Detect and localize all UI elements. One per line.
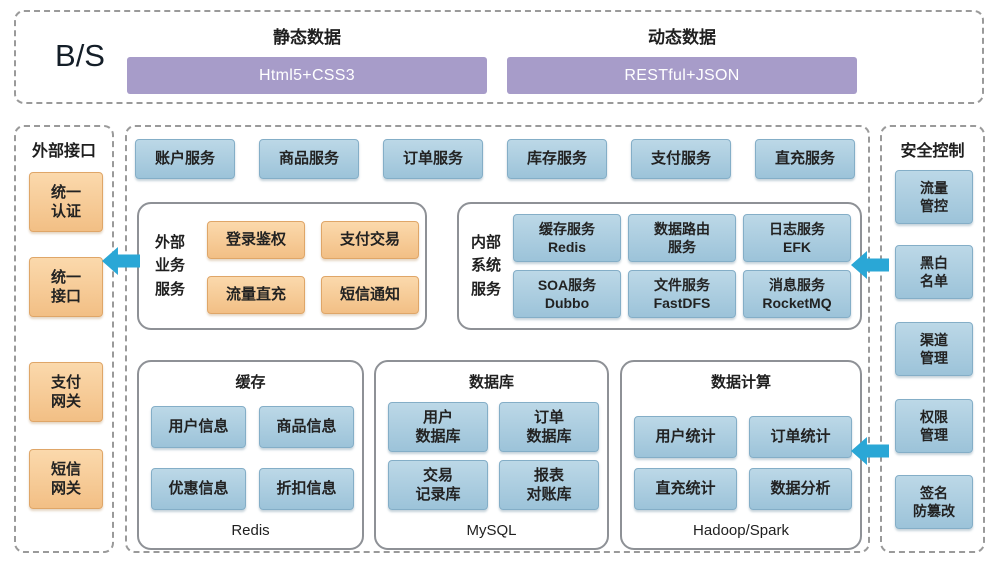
account-service-box: 账户服务 (135, 139, 235, 179)
payment-transaction-box: 支付交易 (321, 221, 419, 259)
external-business-group: 外部 业务 服务 登录鉴权 支付交易 流量直充 短信通知 (137, 202, 427, 330)
data-compute-group-footer: Hadoop/Spark (693, 522, 789, 539)
blackwhite-list-box: 黑白 名单 (895, 245, 973, 299)
data-routing-box: 数据路由 服务 (628, 214, 736, 262)
inventory-service-box: 库存服务 (507, 139, 607, 179)
soa-service-box: SOA服务 Dubbo (513, 270, 621, 318)
external-interface-title: 外部接口 (31, 143, 96, 160)
user-db-box: 用户 数据库 (388, 402, 488, 452)
cache-service-box: 缓存服务 Redis (513, 214, 621, 262)
data-compute-group-title: 数据计算 (710, 374, 771, 391)
data-analysis-box: 数据分析 (749, 468, 852, 510)
report-db-box: 报表 对账库 (499, 460, 599, 510)
traffic-control-box: 流量 管控 (895, 170, 973, 224)
presentation-layer-panel: B/S 静态数据 动态数据 Html5+CSS3 RESTful+JSON (14, 10, 984, 104)
bs-label: B/S (55, 38, 105, 73)
recharge-stats-box: 直充统计 (634, 468, 737, 510)
cache-group-title: 缓存 (235, 374, 266, 391)
security-control-title: 安全控制 (900, 143, 965, 160)
restful-json-bar: RESTful+JSON (507, 57, 857, 94)
sms-gateway-box: 短信 网关 (29, 449, 103, 509)
coupon-info-box: 优惠信息 (151, 468, 246, 510)
unified-interface-box: 统一 接口 (29, 257, 103, 317)
html5-css3-bar: Html5+CSS3 (127, 57, 487, 94)
cache-group-footer: Redis (231, 522, 270, 539)
dynamic-data-header: 动态数据 (648, 28, 716, 47)
order-service-box: 订单服务 (383, 139, 483, 179)
data-compute-group: 数据计算 用户统计 订单统计 直充统计 数据分析 Hadoop/Spark (620, 360, 862, 550)
log-service-box: 日志服务 EFK (743, 214, 851, 262)
payment-service-box: 支付服务 (631, 139, 731, 179)
database-group-title: 数据库 (468, 374, 514, 391)
database-group: 数据库 用户 数据库 订单 数据库 交易 记录库 报表 对账库 MySQL (374, 360, 609, 550)
order-db-box: 订单 数据库 (499, 402, 599, 452)
sms-notify-box: 短信通知 (321, 276, 419, 314)
unified-auth-box: 统一 认证 (29, 172, 103, 232)
external-interface-panel: 外部接口 统一 认证 统一 接口 支付 网关 短信 网关 (14, 125, 114, 553)
static-data-header: 静态数据 (273, 28, 341, 47)
login-auth-box: 登录鉴权 (207, 221, 305, 259)
file-service-box: 文件服务 FastDFS (628, 270, 736, 318)
product-service-box: 商品服务 (259, 139, 359, 179)
channel-mgmt-box: 渠道 管理 (895, 322, 973, 376)
user-info-box: 用户信息 (151, 406, 246, 448)
services-panel: 账户服务 商品服务 订单服务 库存服务 支付服务 直充服务 外部 业务 服务 登… (125, 125, 870, 553)
traffic-recharge-box: 流量直充 (207, 276, 305, 314)
internal-system-title: 内部 系统 服务 (471, 234, 502, 298)
permission-mgmt-box: 权限 管理 (895, 399, 973, 453)
signature-antitamper-box: 签名 防篡改 (895, 475, 973, 529)
payment-gateway-box: 支付 网关 (29, 362, 103, 422)
user-stats-box: 用户统计 (634, 416, 737, 458)
product-info-box: 商品信息 (259, 406, 354, 448)
external-business-title: 外部 业务 服务 (155, 234, 186, 298)
security-control-panel: 安全控制 流量 管控 黑白 名单 渠道 管理 权限 管理 签名 防篡改 (880, 125, 985, 553)
database-group-footer: MySQL (466, 522, 517, 539)
cache-group: 缓存 用户信息 商品信息 优惠信息 折扣信息 Redis (137, 360, 364, 550)
recharge-service-box: 直充服务 (755, 139, 855, 179)
message-service-box: 消息服务 RocketMQ (743, 270, 851, 318)
transaction-db-box: 交易 记录库 (388, 460, 488, 510)
discount-info-box: 折扣信息 (259, 468, 354, 510)
order-stats-box: 订单统计 (749, 416, 852, 458)
internal-system-group: 内部 系统 服务 缓存服务 Redis 数据路由 服务 日志服务 EFK SOA… (457, 202, 862, 330)
